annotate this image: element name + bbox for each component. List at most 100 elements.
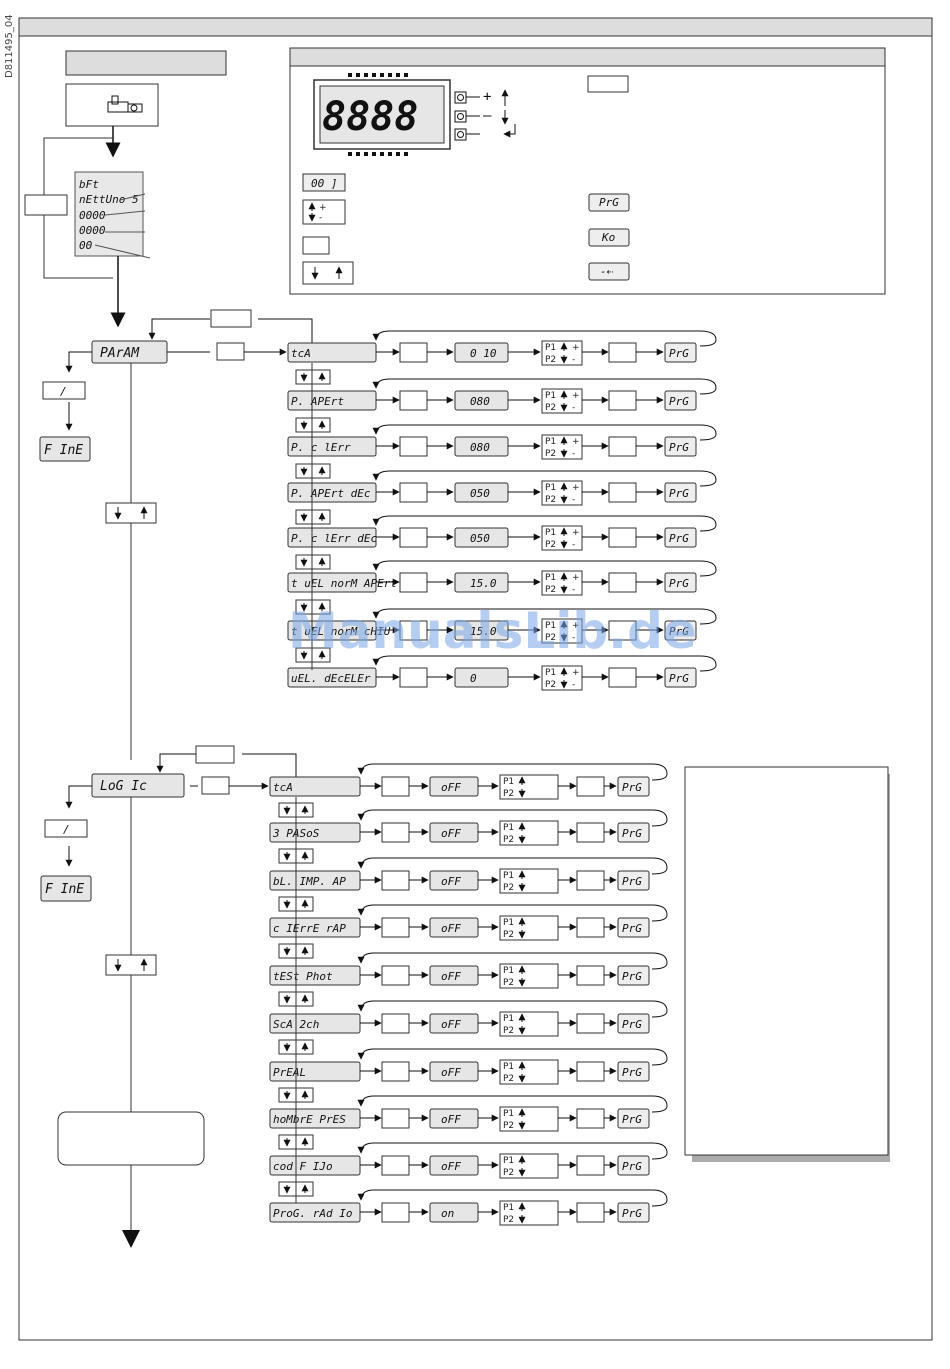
param-return-loop (372, 378, 717, 395)
minus-sign: - (572, 585, 575, 595)
note-box (57, 1111, 205, 1166)
display-ticks-top (348, 73, 408, 77)
param-row-label: P. APErt (291, 395, 344, 408)
logic-return-loop (357, 1095, 668, 1113)
logic-enter-box (381, 1108, 410, 1129)
p2-label: P2 (503, 835, 514, 845)
param-value: 15.0 (470, 577, 497, 590)
param-prg-button (664, 436, 697, 457)
param-end-box (39, 436, 91, 462)
p1-label: P1 (503, 1156, 514, 1166)
logic-scroll-box (105, 954, 157, 976)
param-enter-box (399, 342, 428, 363)
logic-value: oFF (441, 875, 461, 888)
param-confirm-box (608, 667, 637, 688)
param-prg-label: PrG (669, 532, 689, 545)
logic-prg-button (617, 870, 650, 891)
logic-prg-button (617, 1013, 650, 1034)
logic-row-label: tcA (273, 781, 293, 794)
p2-label: P2 (545, 449, 556, 459)
p2-label: P2 (545, 633, 556, 643)
logic-enter-box (381, 917, 410, 938)
param-confirm-box (608, 572, 637, 593)
p2-label: P2 (545, 495, 556, 505)
logic-exit-label: / (63, 823, 70, 836)
param-value: 0 10 (470, 347, 497, 360)
p1-label: P1 (503, 871, 514, 881)
p1-label: P1 (545, 573, 556, 583)
p1-p2-box (499, 1059, 559, 1085)
logic-value: on (441, 1207, 454, 1220)
logic-return-loop (357, 1000, 668, 1018)
logic-value: oFF (441, 1160, 461, 1173)
logic-prg-button (617, 965, 650, 986)
logic-value: oFF (441, 827, 461, 840)
legend-box-blank (587, 75, 629, 93)
logic-prg-button (617, 1061, 650, 1082)
minus-sign: - (572, 403, 575, 413)
p2-label: P2 (545, 585, 556, 595)
logic-row-label: hoMbrE PrES (273, 1113, 346, 1126)
param-exit-box (42, 381, 86, 400)
param-row-label: t uEL norM cHIU (291, 625, 391, 638)
p1-label: P1 (503, 823, 514, 833)
minus-sign: - (572, 449, 575, 459)
param-row-label: P. c lErr dEc (291, 532, 377, 545)
p2-label: P2 (545, 355, 556, 365)
logic-enter-box (381, 776, 410, 797)
logic-enter-box (381, 965, 410, 986)
svg-text:+: + (319, 203, 327, 213)
logic-confirm-box (576, 965, 605, 986)
legend-ko-button (588, 228, 630, 247)
p1-p2-box (499, 868, 559, 894)
logic-prg-button (617, 1155, 650, 1176)
info-panel (684, 766, 889, 1156)
logic-enter-box (381, 822, 410, 843)
minus-sign: - (572, 495, 575, 505)
legend-blank-box (302, 236, 330, 255)
logic-enter-box (381, 870, 410, 891)
logic-confirm-box (576, 1061, 605, 1082)
logic-prg-label: PrG (622, 970, 642, 983)
legend-arrow-label: -⇠ (600, 265, 614, 278)
param-enter-box (399, 572, 428, 593)
enter-arrow-icon (503, 124, 516, 138)
logic-prg-button (617, 822, 650, 843)
logic-value: oFF (441, 1018, 461, 1031)
logic-value: oFF (441, 1066, 461, 1079)
p1-label: P1 (545, 343, 556, 353)
logic-prg-label: PrG (622, 1018, 642, 1031)
boot-loop-box (24, 194, 68, 216)
end-arrow (122, 1230, 140, 1248)
plus-sign: + (572, 437, 580, 447)
logic-return-loop (357, 809, 668, 827)
param-confirm-box (608, 390, 637, 411)
logic-enter-box (381, 1155, 410, 1176)
param-loop-in (148, 318, 210, 340)
logic-row-label: bL. IMP. AP (273, 875, 346, 888)
minus-key-label: – (483, 108, 492, 124)
logic-enter-box (381, 1013, 410, 1034)
logic-loop-in (156, 753, 196, 773)
doc-id: D811495_04 (4, 14, 15, 78)
logic-return-loop (357, 763, 668, 781)
plus-sign: + (572, 528, 580, 538)
logic-prg-button (617, 776, 650, 797)
scroll-arrows-box (295, 417, 331, 433)
p1-label: P1 (503, 1109, 514, 1119)
param-prg-label: PrG (669, 441, 689, 454)
p1-label: P1 (545, 483, 556, 493)
p2-label: P2 (503, 1074, 514, 1084)
scroll-arrows-box (295, 554, 331, 570)
param-enter-box (399, 527, 428, 548)
boot-screen (74, 171, 144, 257)
logic-prg-button (617, 1202, 650, 1223)
logic-enter-box (381, 1061, 410, 1082)
logic-value: oFF (441, 1113, 461, 1126)
